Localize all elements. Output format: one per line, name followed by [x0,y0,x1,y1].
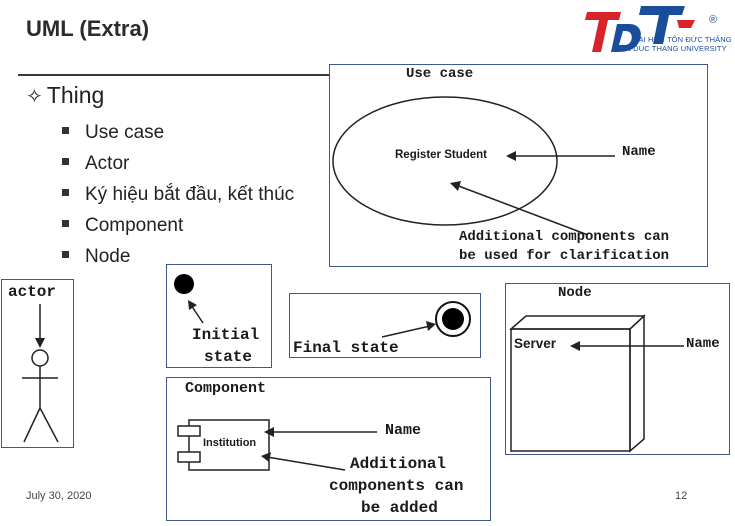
node-cube-drawing [508,314,684,453]
thing-heading: ✧Thing [26,82,104,109]
four-point-star-outline-icon: ✧ [26,86,43,108]
component-name-label: Name [385,422,422,439]
component-box-label: Institution [203,437,257,449]
square-bullet-icon [62,189,69,197]
slide-title: UML (Extra) [26,16,150,41]
initial-state-drawing [174,274,204,324]
footer-date: July 30, 2020 [26,490,92,502]
list-item: Component [62,214,294,245]
usecase-box-title: Use case [406,66,474,82]
logo-text-en: TON DUC THANG UNIVERSITY [615,44,727,53]
final-state-diagram: Final state [289,293,481,358]
list-item: Ký hiệu bắt đầu, kết thúc [62,183,294,214]
tdtu-logo-icon [585,6,695,52]
list-item: Use case [62,121,294,152]
final-state-label: Final state [293,339,399,357]
usecase-name-label: Name [622,144,656,160]
logo-text-vn: ĐẠI HỌC TÔN ĐỨC THẮNG [633,35,732,44]
thing-bullet-list: Use case Actor Ký hiệu bắt đầu, kết thúc… [62,121,294,276]
arrow-head-icon [506,151,516,161]
initial-state-dot-icon [174,274,194,294]
usecase-ellipse [332,96,558,226]
initial-state-diagram: Initial state [166,264,272,368]
component-note-line2: components can [329,477,464,495]
registered-mark: ® [709,14,718,26]
thing-heading-text: Thing [46,82,105,108]
actor-stick-figure-icon [22,304,59,443]
usecase-note-line1: Additional components can [459,229,670,245]
page-number: 12 [675,490,688,502]
initial-state-label-1: Initial [192,326,260,344]
usecase-drawing [332,96,615,236]
component-box-title: Component [185,380,267,397]
usecase-note-line2: be used for clarification [459,248,670,264]
actor-diagram: actor [1,279,74,448]
actor-label: actor [8,283,57,301]
square-bullet-icon [62,251,69,259]
list-item: Node [62,245,294,276]
square-bullet-icon [62,127,69,135]
component-note-line3: be added [361,499,438,517]
final-state-drawing [381,301,471,338]
title-underline [18,74,338,76]
node-name-label: Name [686,336,720,352]
initial-state-label-2: state [204,348,253,366]
component-box-icon [188,419,270,471]
node-diagram: Node Server Name [505,283,730,455]
square-bullet-icon [62,158,69,166]
square-bullet-icon [62,220,69,228]
component-diagram: Component Institution Name Additional co… [166,377,491,521]
component-note-line1: Additional [350,455,447,473]
component-drawing [177,419,377,471]
usecase-diagram: Use case Register Student Name Additiona… [329,64,708,267]
list-item: Actor [62,152,294,183]
node-box-title: Node [558,285,592,301]
usecase-ellipse-label: Register Student [395,149,488,161]
arrow-head-icon [450,181,461,191]
node-server-label: Server [514,336,557,351]
university-logo: ® ĐẠI HỌC TÔN ĐỨC THẮNG TON DUC THANG UN… [583,2,733,60]
note-arrow [455,184,589,236]
final-state-ring-icon [435,301,471,337]
